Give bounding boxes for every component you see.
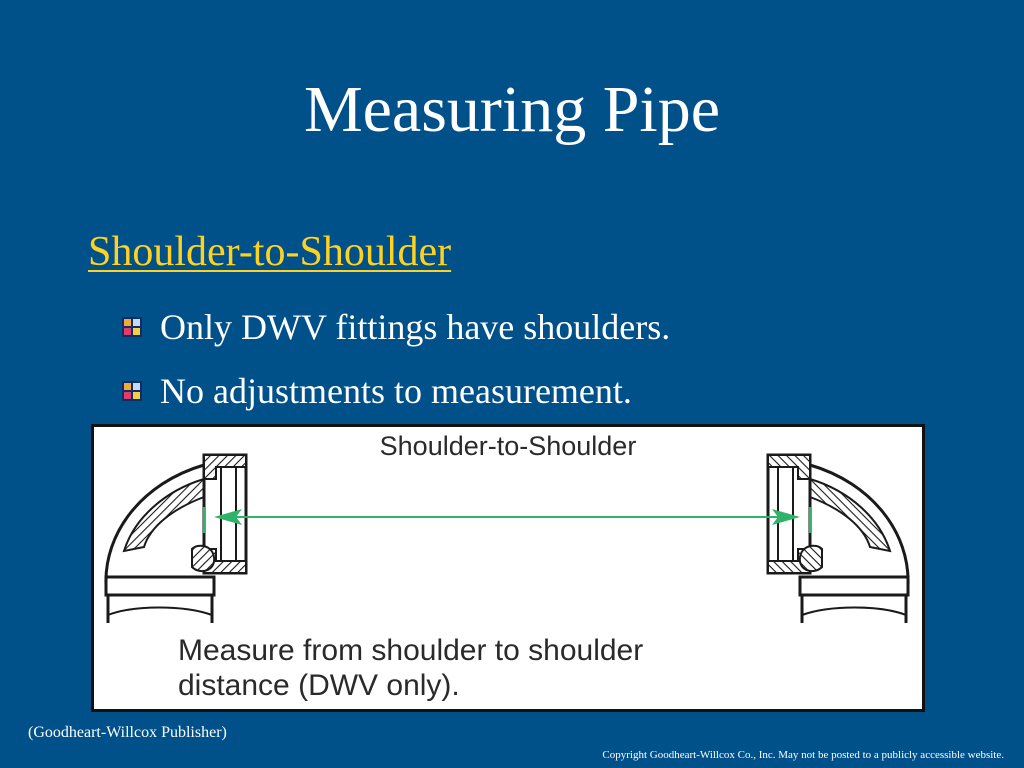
diagram-figure: Shoulder-to-Shoulder Measure from should… (91, 424, 925, 712)
subheading: Shoulder-to-Shoulder (88, 229, 452, 275)
bullet-item: Only DWV fittings have shoulders. (122, 302, 670, 352)
figure-caption-line: Measure from shoulder to shoulder (178, 634, 644, 667)
slide-title: Measuring Pipe (303, 73, 721, 146)
bullet-text: No adjustments to measurement. (160, 371, 632, 411)
publisher-credit: (Goodheart-Willcox Publisher) (28, 724, 227, 741)
figure-caption-line: distance (DWV only). (178, 669, 460, 702)
diagram-drawing (104, 453, 910, 623)
figure-caption: Measure from shoulder to shoulder distan… (178, 633, 818, 703)
right-elbow-fitting-icon (766, 453, 910, 623)
copyright-notice: Copyright Goodheart-Willcox Co., Inc. Ma… (602, 749, 1004, 761)
double-arrow-icon (214, 509, 800, 525)
bullet-item: No adjustments to measurement. (122, 366, 632, 416)
bullet-icon (122, 381, 142, 401)
bullet-icon (122, 317, 142, 337)
figure-title: Shoulder-to-Shoulder (379, 431, 637, 461)
left-elbow-fitting-icon (104, 453, 248, 623)
bullet-text: Only DWV fittings have shoulders. (160, 307, 671, 347)
